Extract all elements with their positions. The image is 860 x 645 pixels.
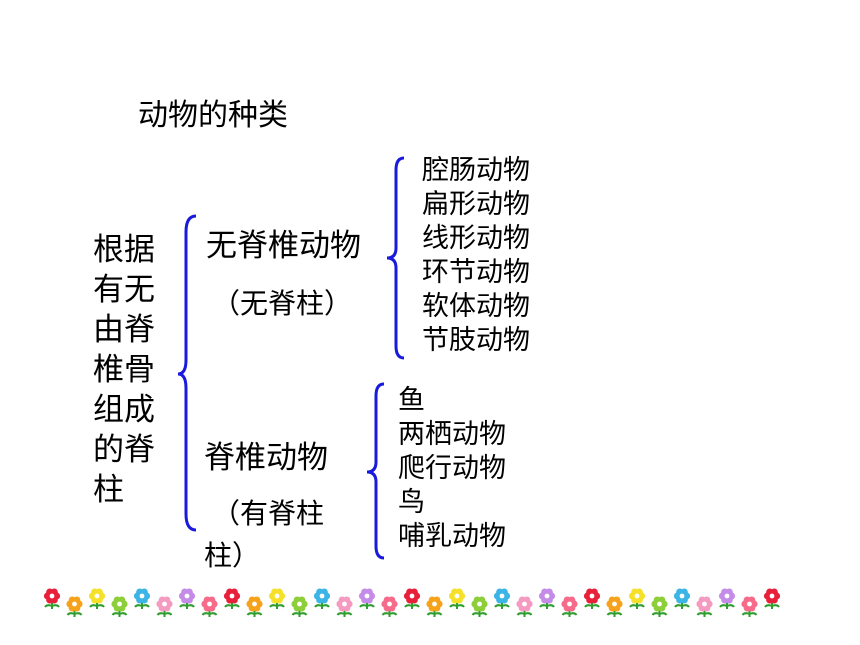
- list-item: 软体动物: [422, 291, 530, 322]
- flower-border-decoration: [43, 588, 781, 617]
- flower-icon: [133, 588, 151, 609]
- vertebrate-note-line2: 柱）: [204, 539, 261, 572]
- invertebrate-label: 无脊椎动物: [206, 228, 361, 264]
- flower-icon: [651, 596, 668, 617]
- flower-icon: [516, 596, 533, 617]
- flower-icon: [673, 588, 691, 609]
- flower-icon: [268, 588, 286, 609]
- flower-icon: [43, 588, 61, 609]
- list-item: 线形动物: [422, 223, 530, 254]
- flower-icon: [718, 588, 736, 609]
- list-item: 两栖动物: [398, 419, 506, 450]
- flower-icon: [178, 588, 196, 609]
- flower-icon: [246, 596, 263, 617]
- flower-icon: [336, 596, 353, 617]
- flower-icon: [156, 596, 173, 617]
- flower-icon: [448, 588, 466, 609]
- list-item: 节肢动物: [422, 325, 530, 356]
- main-brace: [177, 214, 197, 532]
- flower-icon: [471, 596, 488, 617]
- flower-icon: [606, 596, 623, 617]
- flower-icon: [313, 588, 331, 609]
- flower-icon: [88, 588, 106, 609]
- list-item: 鱼: [398, 385, 425, 416]
- invertebrate-list: 腔肠动物 扁形动物 线形动物 环节动物 软体动物 节肢动物: [422, 154, 530, 358]
- flower-icon: [628, 588, 646, 609]
- flower-icon: [493, 588, 511, 609]
- vertebrate-note-line1: （有脊柱: [212, 497, 325, 530]
- flower-icon: [538, 588, 556, 609]
- flower-icon: [696, 596, 713, 617]
- page-title: 动物的种类: [138, 98, 288, 133]
- list-item: 爬行动物: [398, 453, 506, 484]
- flower-icon: [561, 596, 578, 617]
- vertebrate-label: 脊椎动物: [204, 440, 328, 476]
- flower-icon: [358, 588, 376, 609]
- invertebrate-brace: [386, 156, 405, 360]
- flower-icon: [763, 588, 781, 609]
- list-item: 扁形动物: [422, 189, 530, 220]
- flower-icon: [426, 596, 443, 617]
- flower-icon: [381, 596, 398, 617]
- flower-icon: [741, 596, 758, 617]
- flower-icon: [223, 588, 241, 609]
- vertebrate-brace: [366, 382, 385, 560]
- flower-icon: [111, 596, 128, 617]
- list-item: 鸟: [398, 487, 425, 518]
- invertebrate-note: （无脊柱）: [212, 287, 353, 320]
- list-item: 哺乳动物: [398, 521, 506, 552]
- flower-icon: [583, 588, 601, 609]
- flower-icon: [66, 596, 83, 617]
- classification-criterion: 根据有无由脊椎骨组成的脊柱: [93, 232, 155, 508]
- list-item: 腔肠动物: [422, 155, 530, 186]
- vertebrate-list: 鱼 两栖动物 爬行动物 鸟 哺乳动物: [398, 384, 506, 554]
- flower-icon: [291, 596, 308, 617]
- flower-icon: [403, 588, 421, 609]
- list-item: 环节动物: [422, 257, 530, 288]
- flower-icon: [201, 596, 218, 617]
